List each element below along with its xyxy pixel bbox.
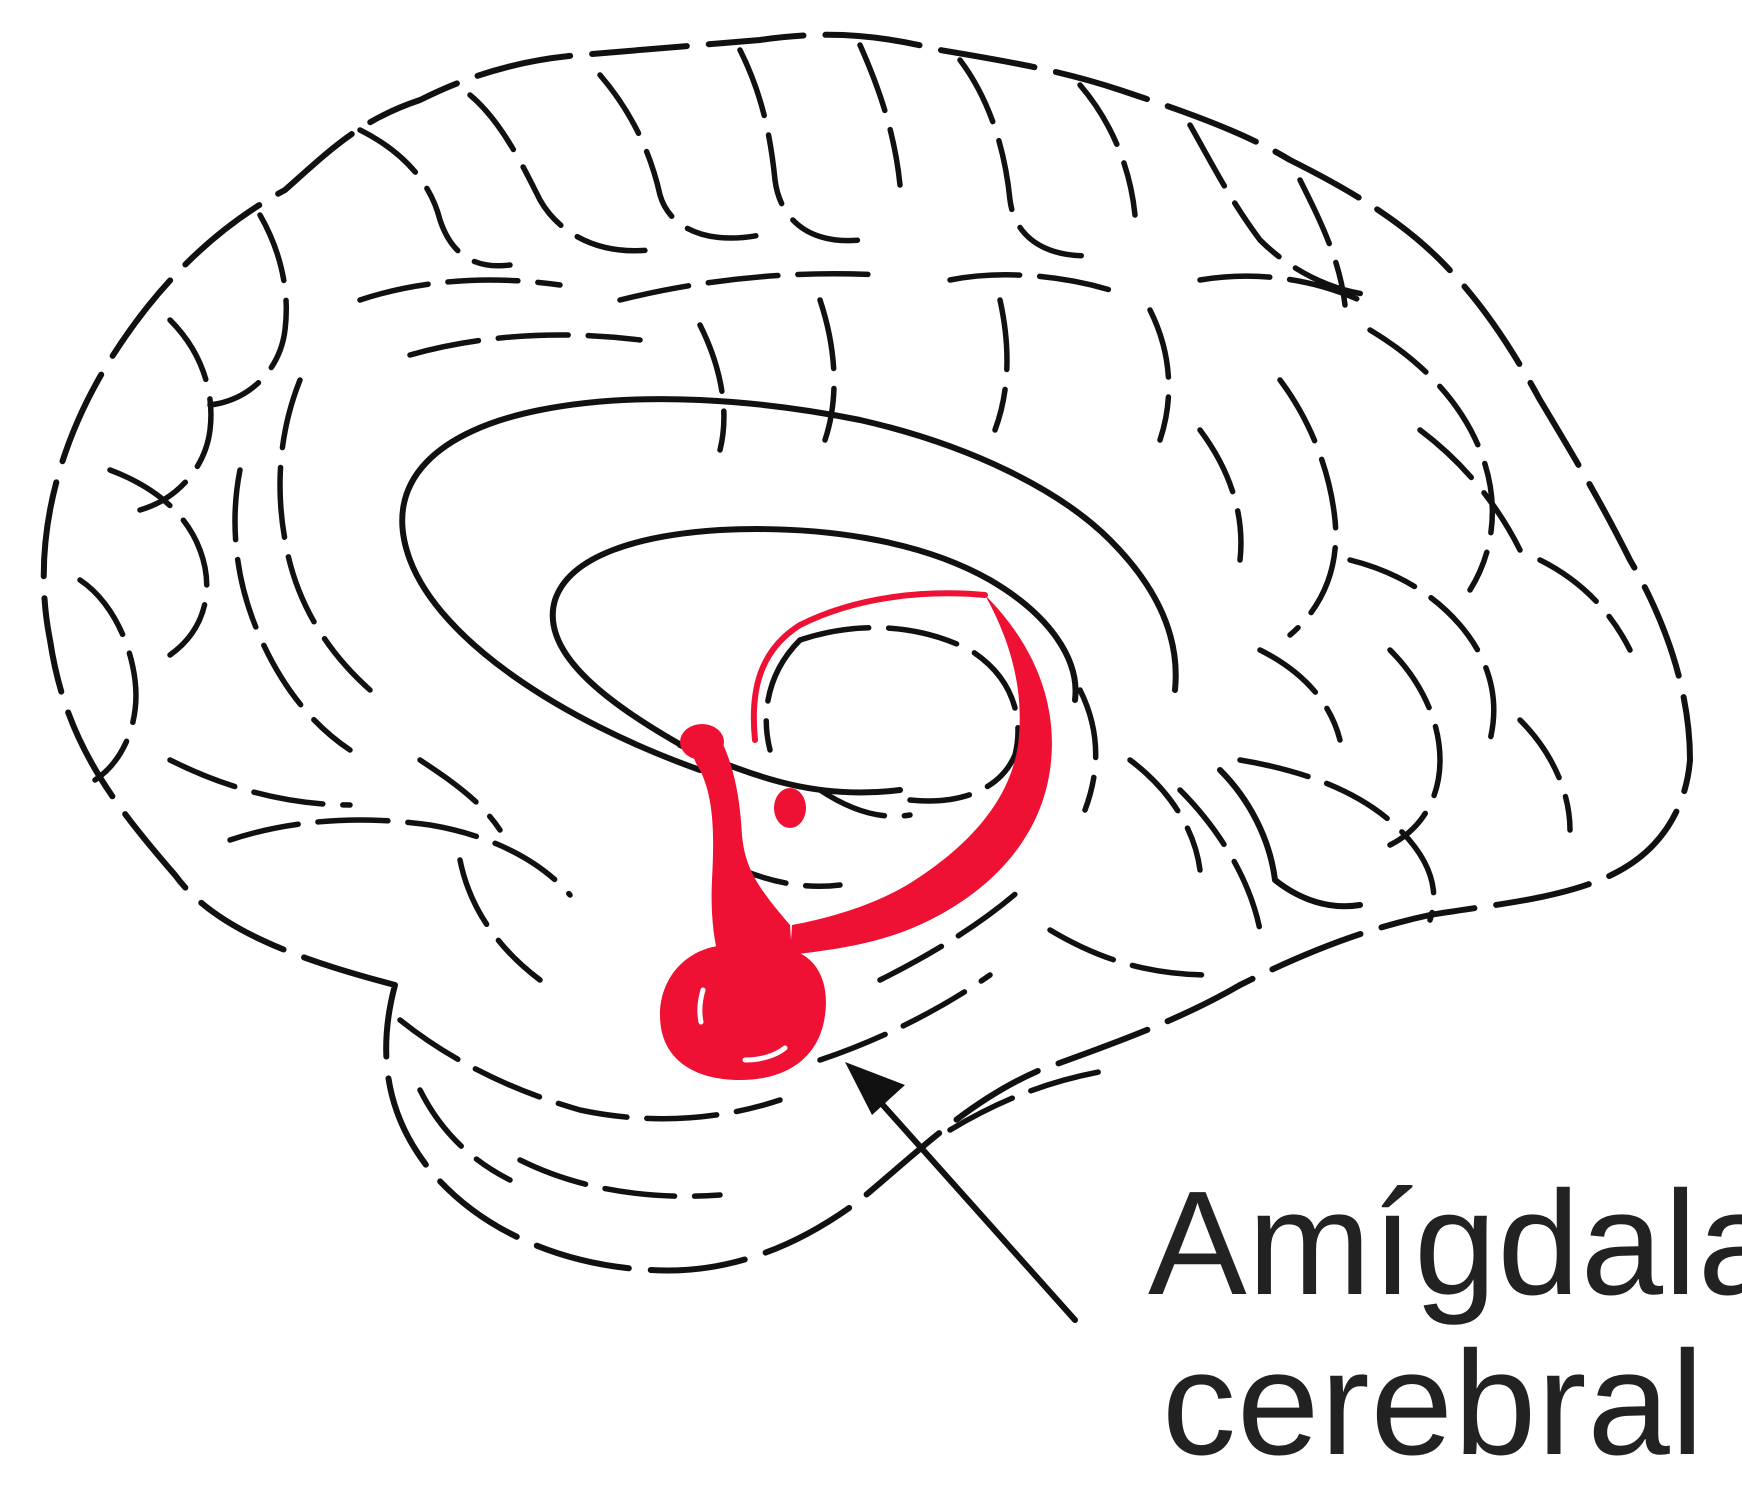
cingulate-outer xyxy=(402,399,1175,770)
fornix-tail xyxy=(790,595,1052,955)
structure-label-line-1: Amígdala xyxy=(1148,1170,1738,1318)
gyri-lines xyxy=(80,45,1630,1196)
callosum-inner xyxy=(553,529,1076,750)
stem-nodule-side xyxy=(774,788,806,828)
stria-terminalis-arc xyxy=(754,593,985,740)
structure-label-line-2: cerebral xyxy=(1162,1330,1742,1478)
arrow-head xyxy=(845,1062,905,1115)
stem-nodule-top xyxy=(680,724,724,760)
pointer-arrow xyxy=(845,1062,1075,1320)
